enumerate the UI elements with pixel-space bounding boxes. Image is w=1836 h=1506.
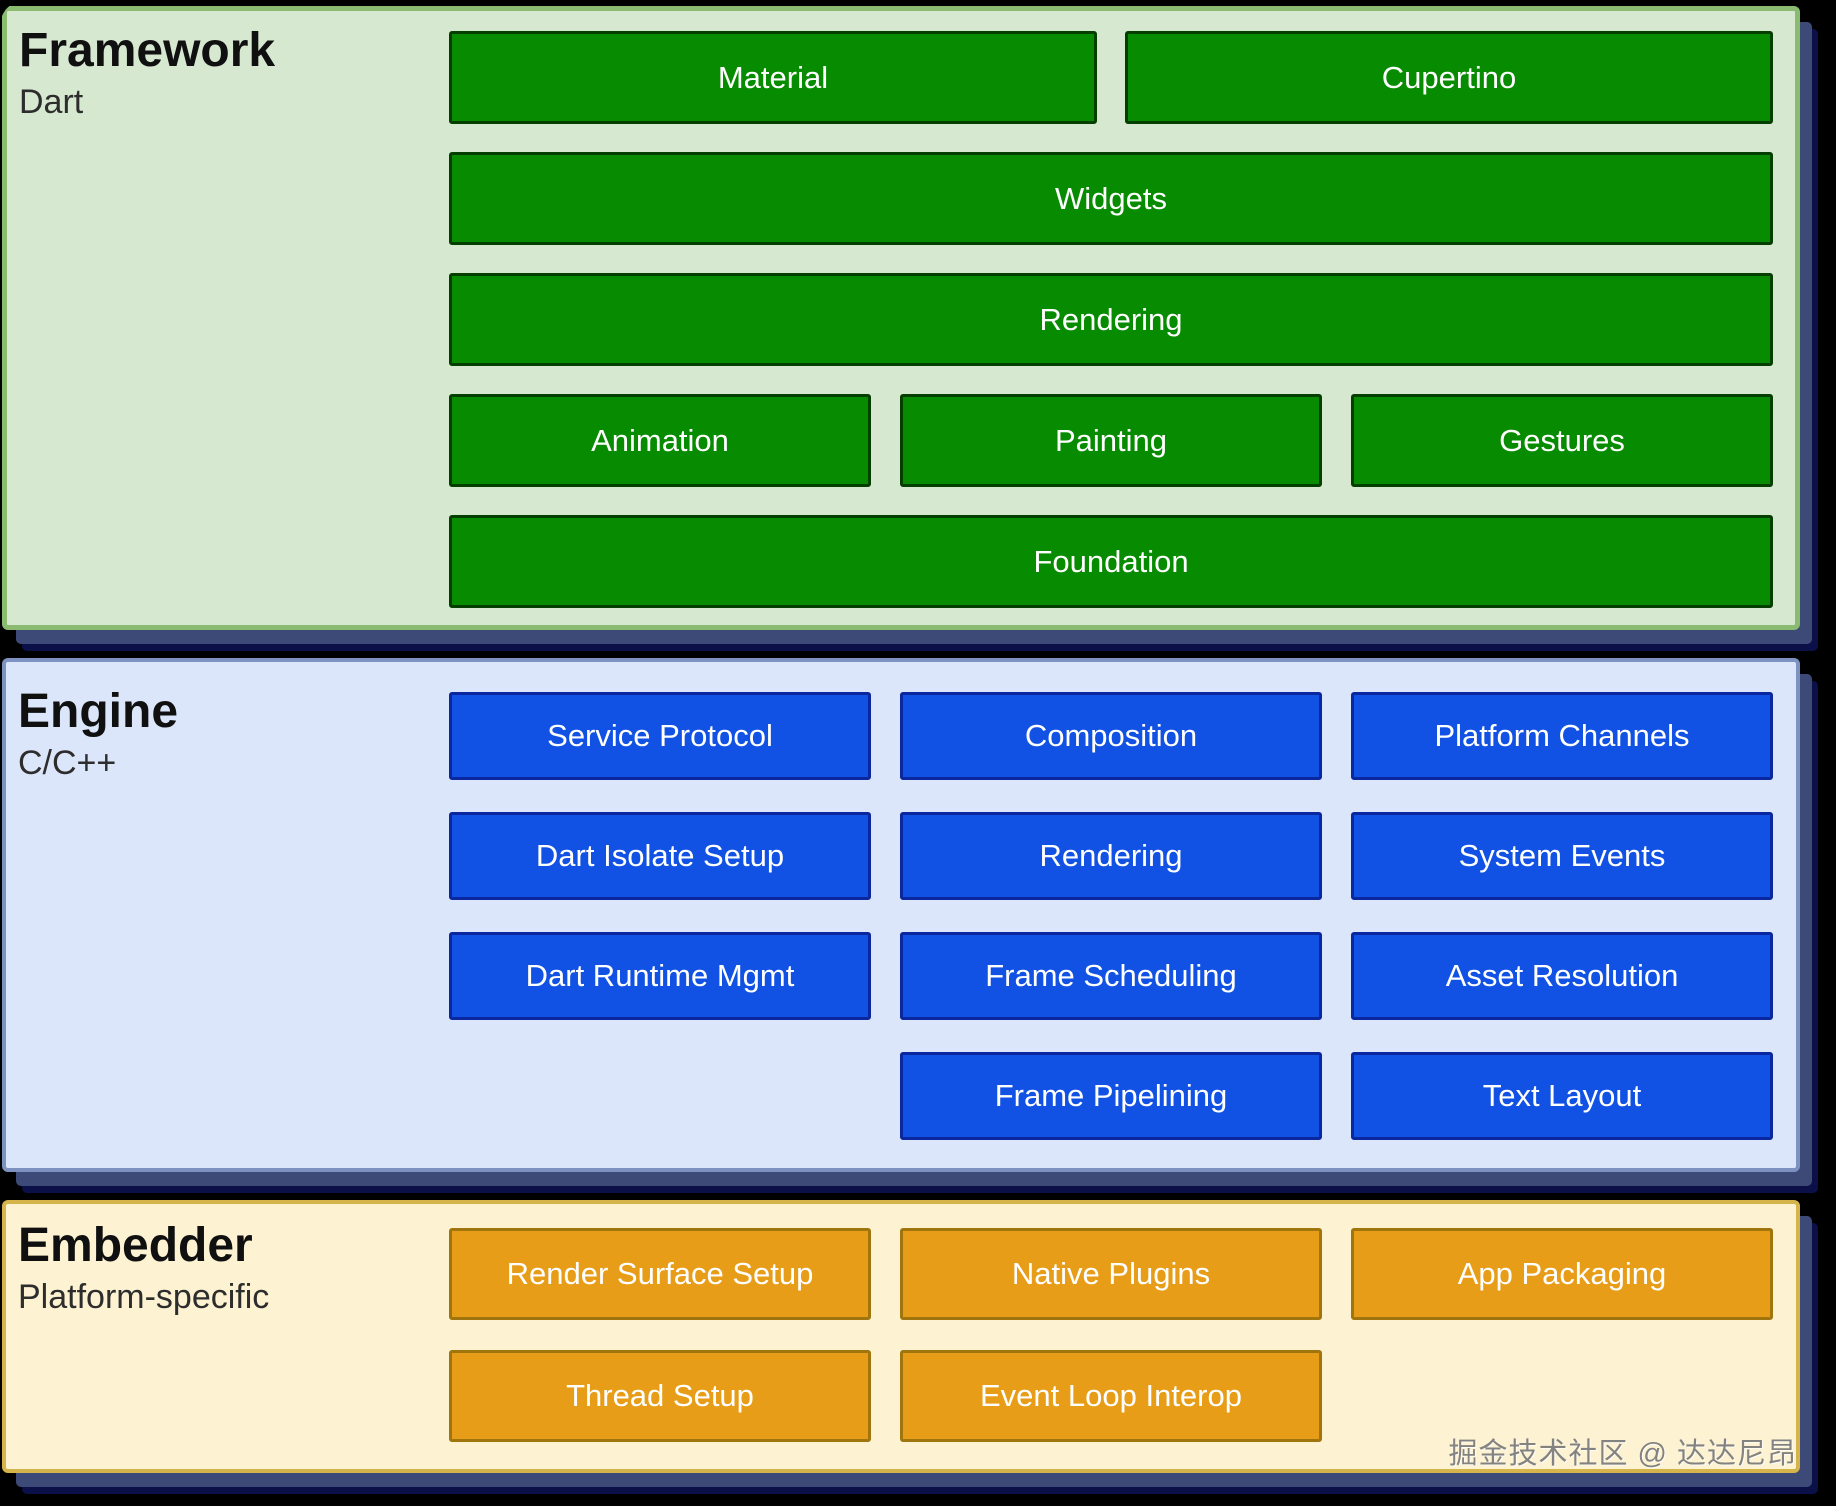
engine-box-asset-resolution: Asset Resolution (1351, 932, 1773, 1020)
embedder-layer-title: Embedder (18, 1219, 253, 1272)
framework-box-material: Material (449, 31, 1097, 124)
engine-box-dart-isolate-setup: Dart Isolate Setup (449, 812, 871, 900)
framework-box-rendering: Rendering (449, 273, 1773, 366)
framework-box-painting: Painting (900, 394, 1322, 487)
framework-layer-title: Framework (19, 24, 276, 77)
framework-layer-head: Framework Dart (19, 23, 275, 125)
embedder-box-render-surface-setup: Render Surface Setup (449, 1228, 871, 1320)
embedder-box-app-packaging: App Packaging (1351, 1228, 1773, 1320)
engine-layer-panel: Engine C/C++ Service Protocol Compositio… (2, 658, 1800, 1172)
engine-box-frame-scheduling: Frame Scheduling (900, 932, 1322, 1020)
engine-box-frame-pipelining: Frame Pipelining (900, 1052, 1322, 1140)
embedder-layer-panel: Embedder Platform-specific Render Surfac… (2, 1200, 1800, 1473)
framework-box-widgets: Widgets (449, 152, 1773, 245)
framework-box-gestures: Gestures (1351, 394, 1773, 487)
embedder-box-native-plugins: Native Plugins (900, 1228, 1322, 1320)
embedder-box-event-loop-interop: Event Loop Interop (900, 1350, 1322, 1442)
engine-box-platform-channels: Platform Channels (1351, 692, 1773, 780)
engine-box-rendering: Rendering (900, 812, 1322, 900)
embedder-layer-head: Embedder Platform-specific (18, 1218, 269, 1320)
watermark: 掘金技术社区 @ 达达尼昂 (1448, 1438, 1797, 1470)
engine-box-composition: Composition (900, 692, 1322, 780)
engine-layer-title: Engine (18, 685, 179, 738)
engine-box-dart-runtime-mgmt: Dart Runtime Mgmt (449, 932, 871, 1020)
engine-box-text-layout: Text Layout (1351, 1052, 1773, 1140)
embedder-box-thread-setup: Thread Setup (449, 1350, 871, 1442)
framework-layer-language: Dart (19, 83, 84, 121)
engine-box-system-events: System Events (1351, 812, 1773, 900)
framework-box-cupertino: Cupertino (1125, 31, 1773, 124)
engine-layer-head: Engine C/C++ (18, 684, 178, 786)
framework-box-foundation: Foundation (449, 515, 1773, 608)
engine-layer-language: C/C++ (18, 744, 117, 782)
engine-box-service-protocol: Service Protocol (449, 692, 871, 780)
framework-layer-panel: Framework Dart Material Cupertino Widget… (2, 6, 1800, 630)
embedder-layer-language: Platform-specific (18, 1278, 270, 1316)
framework-box-animation: Animation (449, 394, 871, 487)
